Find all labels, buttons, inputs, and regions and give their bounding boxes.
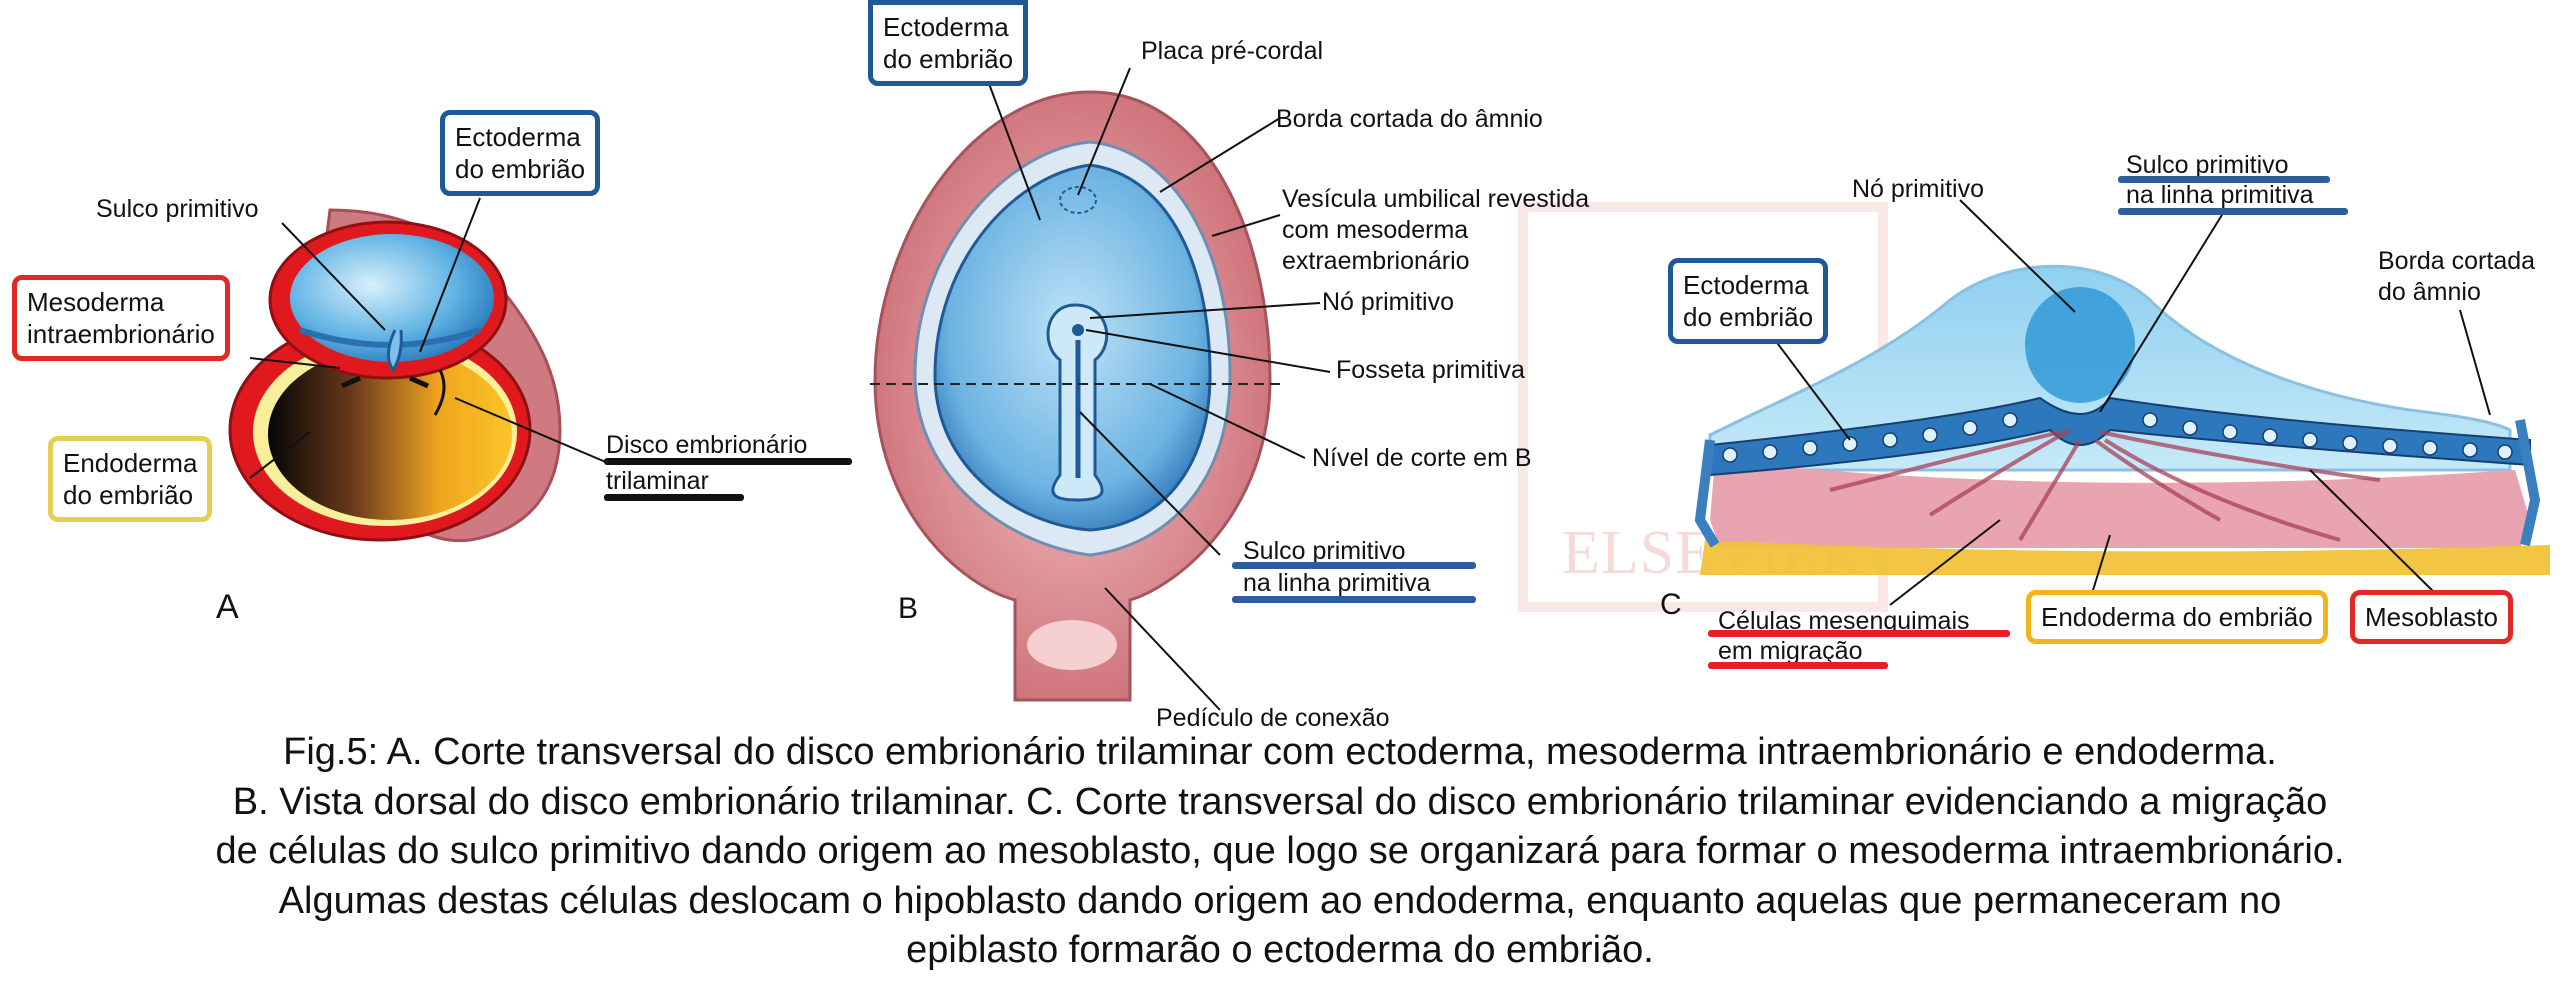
panel-c-letter: C — [1660, 588, 1682, 621]
panel-b-drawing — [870, 90, 1285, 702]
panel-a-primitive-groove-label: Sulco primitivo — [96, 195, 259, 223]
panel-b-connecting-stalk-label: Pedículo de conexão — [1156, 704, 1390, 732]
panel-a-mesoderm-box: Mesoderma intraembrionário — [12, 275, 230, 361]
panel-c-groove-underline-2 — [2118, 208, 2348, 215]
panel-c-drawing — [1694, 264, 2550, 575]
caption-line-5: epiblasto formarão o ectoderma do embriã… — [906, 929, 1654, 971]
panel-c-primitive-node-label: Nó primitivo — [1852, 175, 1984, 203]
panel-c-ectoderm-box: Ectoderma do embrião — [1668, 258, 1829, 344]
caption-line-1: Fig.5: A. Corte transversal do disco emb… — [283, 731, 2277, 773]
panel-b-letter: B — [898, 592, 919, 625]
panel-c-groove-label-1: Sulco primitivo — [2126, 151, 2289, 179]
panel-a-drawing — [228, 208, 562, 543]
panel-c-migrating-underline-2 — [1708, 662, 1888, 669]
panel-a-endoderm-box: Endoderma do embrião — [48, 436, 213, 522]
caption-line-2: B. Vista dorsal do disco embrionário tri… — [232, 780, 2328, 823]
panel-a-letter: A — [216, 588, 239, 626]
panel-c-groove-underline-1 — [2118, 176, 2330, 183]
panel-b-prechordal-plate-label: Placa pré-cordal — [1141, 37, 1324, 65]
panel-c-endoderm-box: Endoderma do embrião — [2026, 590, 2328, 644]
panel-b-amnion-edge-label: Borda cortada do âmnio — [1276, 105, 1543, 133]
panel-a-leaders — [249, 197, 609, 479]
panel-c-leaders — [1774, 199, 2491, 606]
panel-c-groove-label-2: na linha primitiva — [2126, 181, 2314, 209]
panel-b-groove-label-2: na linha primitiva — [1243, 569, 1431, 597]
panel-b-groove-label-1: Sulco primitivo — [1243, 537, 1406, 565]
panel-a-trilaminar-label-1: Disco embrionário — [606, 431, 808, 459]
panel-a-ectoderm-box: Ectoderma do embrião — [440, 110, 601, 196]
panel-b-primitive-node-label: Nó primitivo — [1322, 288, 1454, 316]
panel-b-ectoderm-box: Ectoderma do embrião — [868, 0, 1029, 86]
panel-b-section-level-label: Nível de corte em B — [1312, 444, 1532, 472]
panel-b-primitive-pit-label: Fosseta primitiva — [1336, 356, 1525, 384]
caption-line-4: Algumas destas células deslocam o hipobl… — [278, 879, 2282, 922]
panel-a-trilaminar-underline-1 — [604, 458, 852, 465]
panel-c-migrating-label-2: em migração — [1718, 637, 1863, 665]
panel-b-groove-underline-1 — [1232, 562, 1476, 569]
panel-b-umbilical-vesicle-label: Vesícula umbilical revestida com mesoder… — [1282, 185, 1590, 275]
panel-a-trilaminar-underline-2 — [604, 494, 744, 501]
panel-c-migrating-underline-1 — [1708, 630, 2010, 637]
panel-a-trilaminar-label-2: trilaminar — [606, 467, 709, 495]
panel-b-leaders — [984, 67, 1331, 711]
panel-c-mesoblast-box: Mesoblasto — [2350, 590, 2513, 644]
figure-caption: Fig.5: A. Corte transversal do disco emb… — [0, 728, 2560, 976]
panel-b-groove-underline-2 — [1232, 596, 1476, 603]
caption-line-3: de células do sulco primitivo dando orig… — [215, 830, 2345, 872]
panel-c-amnion-edge-label: Borda cortada do âmnio — [2378, 247, 2536, 306]
